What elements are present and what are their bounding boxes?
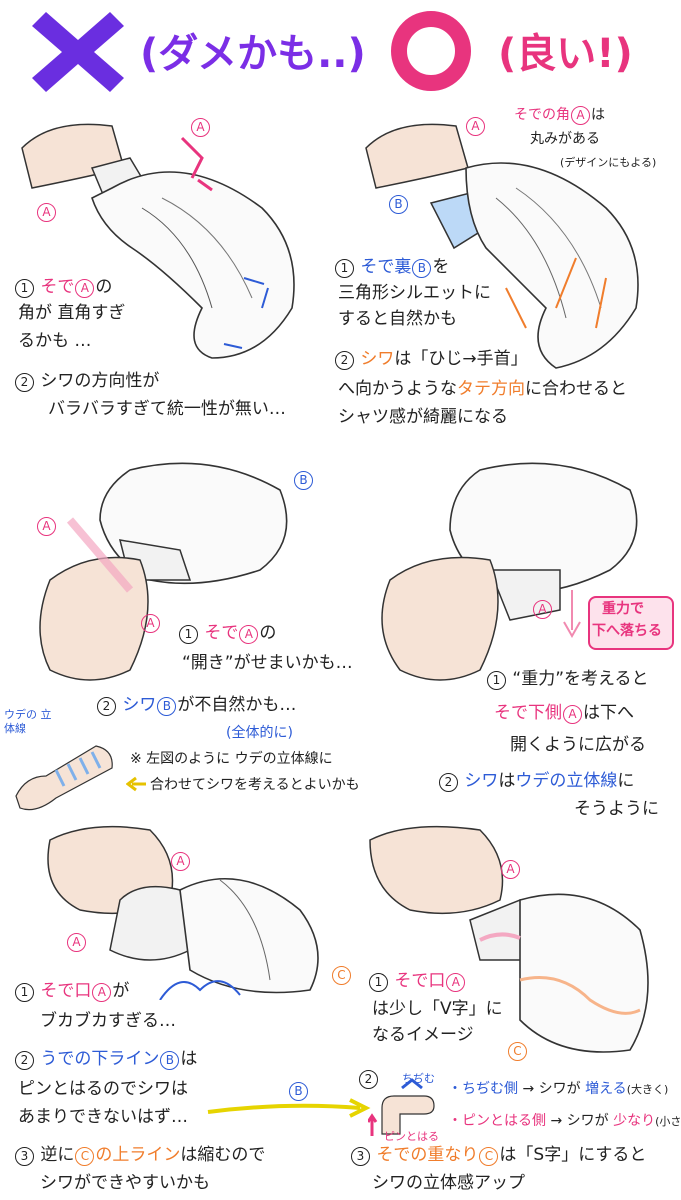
bad2-note2: 合わせてシワを考えるとよいかも xyxy=(150,777,360,793)
good3-line3: なるイメージ xyxy=(372,1025,474,1045)
good1-line3: すると自然かも xyxy=(338,309,457,329)
mini-arm-illustration xyxy=(368,1078,435,1136)
circle-ok-icon xyxy=(391,11,471,91)
gravity-tag-line2: 下へ落ちる xyxy=(592,623,662,639)
arm-illustration-bad-2 xyxy=(39,462,288,681)
marker-c: C xyxy=(508,1042,527,1061)
bad3-line5: あまりできないはず… xyxy=(18,1107,188,1127)
arm-illustration-good-3 xyxy=(369,825,649,1053)
good1-note2: 丸みがある xyxy=(530,131,600,147)
arm-line-label: ウデの 立体線 xyxy=(4,708,52,735)
arm-illustration-good-1 xyxy=(365,123,639,369)
good3-line5: シワの立体感アップ xyxy=(372,1173,525,1193)
bad-title: (ダメかも..) xyxy=(140,31,366,77)
down-arrow-icon xyxy=(563,590,581,639)
cross-icon xyxy=(32,12,124,92)
good1-note3: (デザインにもよる) xyxy=(560,156,657,169)
marker-a: A xyxy=(533,600,552,619)
bad3-line7: シワができやすいかも xyxy=(40,1173,210,1193)
good-title: (良い!) xyxy=(498,31,633,77)
bad2-note-head: (全体的に) xyxy=(226,725,293,741)
good2-line3: 開くように広がる xyxy=(510,735,646,755)
arm-illustration-good-2 xyxy=(381,462,638,681)
good3-bullet1: ・ちぢむ側 → シワが 増える(大きく) xyxy=(448,1081,669,1097)
marker-c: C xyxy=(332,966,351,985)
right-arrow-icon xyxy=(207,1098,371,1118)
marker-a: A xyxy=(67,933,86,952)
marker-a: A xyxy=(466,117,485,136)
good1-line5: へ向かうようなタテ方向に合わせると xyxy=(338,379,627,399)
stretch-label: ピンとはる xyxy=(384,1130,439,1143)
marker-a: A xyxy=(501,860,520,879)
marker-b: B xyxy=(289,1082,308,1101)
good1-line2: 三角形シルエットに xyxy=(338,283,491,303)
marker-b: B xyxy=(294,471,313,490)
gravity-tag xyxy=(588,596,674,650)
step-number: 2 xyxy=(359,1070,378,1089)
bad3-line4: ピンとはるのでシワは xyxy=(18,1079,188,1099)
arm-side-illustration xyxy=(15,745,113,811)
bad3-line2: ブカブカすぎる… xyxy=(40,1011,176,1031)
good3-line2: は少し「V字」に xyxy=(372,999,503,1019)
bad1-line2: 角が 直角すぎ xyxy=(18,303,126,323)
good3-bullet2: ・ピンとはる側 → シワが 少なり(小さく) xyxy=(448,1113,681,1129)
bad1-line4: 2 シワの方向性が xyxy=(14,370,159,392)
good2-line5: そうように xyxy=(574,799,659,819)
marker-a: A xyxy=(191,118,210,137)
left-arrow-icon xyxy=(126,776,146,792)
marker-a: A xyxy=(37,517,56,536)
arm-illustration-bad-3 xyxy=(47,825,319,1000)
good1-line6: シャツ感が綺麗になる xyxy=(338,407,508,427)
marker-a: A xyxy=(141,614,160,633)
marker-b: B xyxy=(389,195,408,214)
bad1-line3: るかも … xyxy=(18,331,92,351)
marker-a: A xyxy=(37,203,56,222)
arm-illustration-bad-1 xyxy=(21,123,295,359)
good2-line1: 1 “重力”を考えると xyxy=(486,668,649,690)
bad2-line2: “開き”がせまいかも… xyxy=(182,653,353,673)
bad1-line5: バラバラすぎて統一性が無い… xyxy=(48,399,286,419)
shrink-label: ちぢむ xyxy=(402,1072,435,1085)
marker-a: A xyxy=(171,852,190,871)
gravity-tag-line1: 重力で xyxy=(602,601,644,617)
bad2-note1: ※ 左図のように ウデの立体線に xyxy=(130,751,333,767)
good2-line4: 2 シワはウデの立体線に xyxy=(438,770,634,792)
good1-line4: 2 シワは「ひじ→手首」 xyxy=(334,348,528,370)
